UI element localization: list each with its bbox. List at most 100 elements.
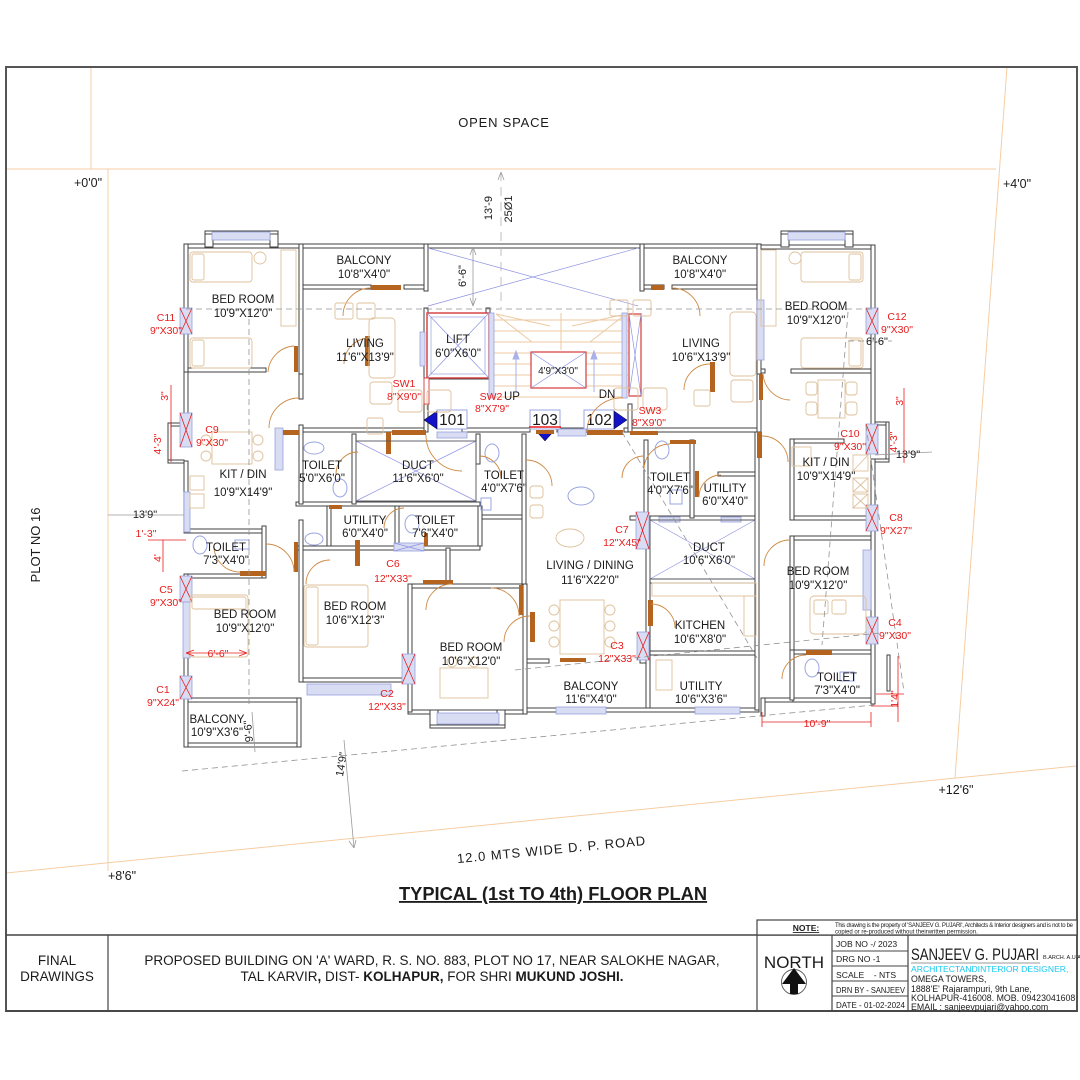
svg-text:C8: C8 [889,512,903,524]
svg-text:6'-6": 6'-6" [208,648,229,660]
svg-text:9"X30": 9"X30" [834,441,866,453]
svg-text:OPEN SPACE: OPEN SPACE [458,115,550,130]
svg-text:C2: C2 [380,688,394,700]
svg-text:BED ROOM: BED ROOM [440,642,503,654]
svg-text:BED ROOM: BED ROOM [324,601,387,613]
svg-text:6'0"X4'0": 6'0"X4'0" [342,528,388,540]
svg-text:10'6"X6'0": 10'6"X6'0" [683,555,735,567]
svg-text:10'-9": 10'-9" [804,718,831,730]
svg-text:11'6"X22'0": 11'6"X22'0" [561,575,619,587]
svg-text:copied or re-produced without: copied or re-produced without theirwritt… [835,930,978,936]
svg-text:5'0"X6'0": 5'0"X6'0" [299,473,345,485]
svg-text:11'6"X6'0": 11'6"X6'0" [392,473,443,485]
svg-text:JOB NO -/ 2023: JOB NO -/ 2023 [836,939,897,949]
svg-text:7'3"X4'0": 7'3"X4'0" [814,685,860,697]
svg-text:6'0"X6'0": 6'0"X6'0" [435,348,481,360]
svg-text:C10: C10 [840,428,859,440]
svg-text:DUCT: DUCT [693,542,725,554]
svg-text:SW1: SW1 [393,378,416,390]
svg-text:9"X27": 9"X27" [880,525,912,537]
svg-text:10'6"X12'3": 10'6"X12'3" [326,615,385,627]
svg-text:SW3: SW3 [639,405,662,417]
svg-text:7'3"X4'0": 7'3"X4'0" [203,555,249,567]
svg-text:13'9": 13'9" [896,449,920,461]
svg-text:1'4": 1'4" [889,690,901,708]
svg-text:10'6"X12'0": 10'6"X12'0" [442,656,501,668]
svg-text:DRAWINGS: DRAWINGS [20,969,94,984]
svg-text:TOILET: TOILET [415,515,455,527]
svg-text:10'6"X8'0": 10'6"X8'0" [674,634,726,646]
svg-text:DRG NO -1: DRG NO -1 [836,954,881,964]
svg-text:3": 3" [159,391,171,401]
svg-text:DN: DN [599,389,616,401]
svg-text:4'9"X3'0": 4'9"X3'0" [538,366,578,377]
svg-text:C4: C4 [888,617,902,629]
svg-text:10'9"X12'0": 10'9"X12'0" [787,315,846,327]
svg-text:4'-3": 4'-3" [152,433,164,454]
svg-text:8"X9'0": 8"X9'0" [632,417,666,429]
svg-text:6'-6": 6'-6" [457,265,469,287]
svg-text:KIT / DIN: KIT / DIN [219,469,266,481]
svg-text:DUCT: DUCT [402,460,434,472]
svg-text:TOILET: TOILET [206,542,246,554]
svg-text:8"X7'9": 8"X7'9" [475,403,509,415]
svg-text:FINAL: FINAL [38,953,77,968]
svg-text:9"X30": 9"X30" [150,597,182,609]
svg-text:12"X33": 12"X33" [368,701,406,713]
svg-text:+0'0": +0'0" [74,176,102,190]
svg-text:11'6"X13'9": 11'6"X13'9" [336,352,394,364]
svg-text:12"X45": 12"X45" [603,537,641,549]
svg-text:TOILET: TOILET [484,470,524,482]
svg-text:PLOT NO 16: PLOT NO 16 [28,508,43,583]
svg-text:12"X33": 12"X33" [374,573,412,585]
svg-text:LIVING: LIVING [346,338,384,350]
svg-text:PROPOSED BUILDING ON 'A' WARD,: PROPOSED BUILDING ON 'A' WARD, R. S. NO.… [144,953,719,968]
svg-text:KOLHAPUR-416008. MOB. 09423041: KOLHAPUR-416008. MOB. 09423041608 [911,993,1075,1003]
svg-text:C6: C6 [386,558,400,570]
svg-text:9"X30": 9"X30" [196,437,228,449]
svg-text:TOILET: TOILET [302,460,342,472]
svg-text:4'0"X7'6": 4'0"X7'6" [647,485,693,497]
svg-text:10'6"X13'9": 10'6"X13'9" [672,352,731,364]
svg-text:3": 3" [894,396,906,406]
svg-text:BED ROOM: BED ROOM [787,566,850,578]
svg-text:25Ø1: 25Ø1 [503,196,515,223]
svg-text:C7: C7 [615,524,629,536]
svg-text:LIVING / DINING: LIVING / DINING [546,560,634,572]
svg-text:+12'6": +12'6" [939,783,974,797]
svg-text:EMAIL : sanjeevpujari@yahoo.co: EMAIL : sanjeevpujari@yahoo.com [911,1002,1048,1012]
svg-text:6'-6": 6'-6" [866,336,888,348]
svg-text:10'6"X3'6": 10'6"X3'6" [675,694,727,706]
svg-text:C12: C12 [887,311,906,323]
svg-text:This drawing is the property o: This drawing is the property of 'SANJEEV… [835,923,1074,929]
svg-text:10'8"X4'0": 10'8"X4'0" [674,269,726,281]
svg-text:+8'6": +8'6" [108,869,136,883]
svg-text:BALCONY: BALCONY [190,714,245,726]
svg-text:10'9"X3'6": 10'9"X3'6" [191,727,243,739]
svg-text:DATE - 01-02-2024: DATE - 01-02-2024 [836,1000,905,1010]
svg-text:TAL KARVIR, DIST- KOLHAPUR, FO: TAL KARVIR, DIST- KOLHAPUR, FOR SHRI MUK… [240,969,623,984]
svg-text:UTILITY: UTILITY [704,483,747,495]
svg-text:OMEGA TOWERS,: OMEGA TOWERS, [911,974,986,984]
svg-text:13'-9: 13'-9 [483,196,495,220]
svg-text:4'-3": 4'-3" [888,431,900,452]
svg-text:10'9"X14'9": 10'9"X14'9" [214,487,273,499]
svg-text:1'-3": 1'-3" [136,528,157,540]
svg-text:UTILITY: UTILITY [680,681,723,693]
svg-text:NOTE:: NOTE: [793,923,820,933]
svg-text:UTILITY: UTILITY [344,515,387,527]
svg-text:+4'0": +4'0" [1003,177,1031,191]
svg-text:10'9"X14'9": 10'9"X14'9" [797,471,856,483]
svg-text:B.ARCH. A.U.A.: B.ARCH. A.U.A. [1043,955,1080,961]
svg-text:NORTH: NORTH [764,953,824,972]
svg-text:9'-6": 9'-6" [242,720,256,743]
svg-text:BED ROOM: BED ROOM [785,301,848,313]
svg-text:ARCHITECTANDINTERIOR DESIGNER,: ARCHITECTANDINTERIOR DESIGNER, [911,964,1068,974]
svg-text:102: 102 [586,412,612,429]
svg-text:BALCONY: BALCONY [564,681,619,693]
svg-text:8"X9'0": 8"X9'0" [387,391,421,403]
svg-text:4'0"X7'6": 4'0"X7'6" [481,483,527,495]
svg-text:10'8"X4'0": 10'8"X4'0" [338,269,390,281]
svg-text:C9: C9 [205,424,219,436]
svg-text:4': 4' [152,554,164,562]
